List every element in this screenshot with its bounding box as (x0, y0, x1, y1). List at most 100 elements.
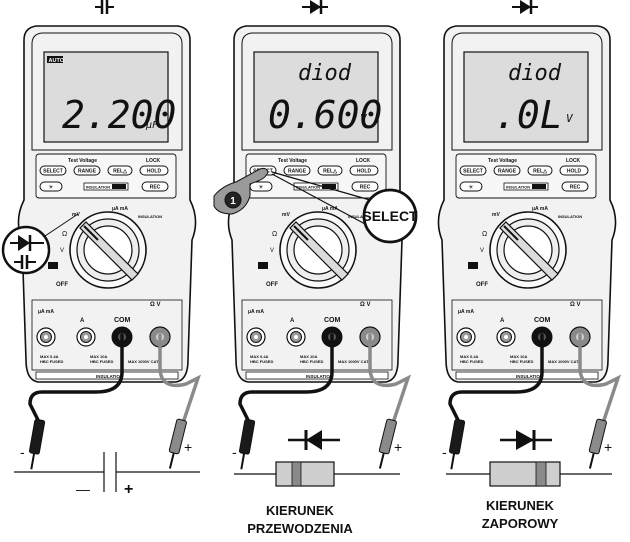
volt-icon: V (60, 248, 64, 254)
test-voltage-label: Test Voltage (68, 158, 97, 164)
fuse-max10-label: MAX 10A (300, 354, 317, 359)
jack-vohm-label: Ω V (360, 302, 370, 308)
insulation-button[interactable]: INSULATION (503, 182, 549, 191)
probes (28, 418, 607, 470)
capacitor-icon (14, 255, 36, 269)
lock-label: LOCK (356, 158, 371, 164)
lcd-mode-text: diod (298, 61, 352, 86)
caption-reverse-line1: KIERUNEK (486, 498, 555, 513)
jack-a-label: A (290, 318, 295, 324)
insulation-button-label: INSULATION (86, 185, 110, 190)
select-callout-label: SELECT (362, 208, 418, 224)
lcd-mode-text: diod (508, 61, 562, 86)
dial-off-label: OFF (266, 282, 278, 288)
rotary-selector[interactable] (499, 221, 559, 281)
ohm-icon: Ω (482, 231, 487, 238)
rel-button[interactable]: REL△ (527, 165, 553, 176)
plus-sign: + (394, 439, 402, 455)
input-jack[interactable] (246, 327, 266, 347)
caption-forward-line1: KIERUNEK (266, 503, 335, 518)
plus-sign: + (604, 439, 612, 455)
dial-mv-label: mV (492, 212, 500, 218)
rec-button[interactable]: REC (351, 181, 379, 192)
vdc-icon (48, 262, 58, 269)
light-icon: ☀ (48, 184, 53, 191)
minus-sign: - (232, 444, 237, 460)
jack-uama-label: μA mA (248, 309, 264, 315)
diode-icon (18, 235, 30, 251)
rec-button-label: REC (570, 185, 581, 191)
hold-button-label: HOLD (147, 169, 162, 175)
rec-button[interactable]: REC (141, 181, 169, 192)
select-button-label: SELECT (463, 169, 483, 175)
jack-com-label: COM (324, 317, 341, 324)
hold-button[interactable]: HOLD (559, 165, 589, 176)
light-icon: ☀ (468, 184, 473, 191)
input-jack[interactable] (36, 327, 56, 347)
caption-forward-line2: PRZEWODZENIA (247, 521, 353, 536)
dial-insulation-label: INSULATION (348, 214, 372, 219)
diode-reverse-component: - + KIERUNEK ZAPOROWY (442, 430, 612, 531)
hold-button-label: HOLD (357, 169, 372, 175)
minus-sign: - (442, 444, 447, 460)
insulation-button[interactable]: INSULATION (83, 182, 129, 191)
jack-com-label: COM (114, 317, 131, 324)
minus-sign-low: — (76, 481, 90, 497)
test-voltage-label: Test Voltage (278, 158, 307, 164)
plus-sign: + (184, 439, 192, 455)
rel-button-label: REL△ (533, 169, 547, 175)
input-jack[interactable] (76, 327, 96, 347)
insulation-button[interactable]: INSULATION (293, 182, 339, 191)
rel-button[interactable]: REL△ (107, 165, 133, 176)
backlight-button[interactable]: ☀ (39, 181, 63, 192)
hold-button[interactable]: HOLD (139, 165, 169, 176)
fuse-max1000-label: MAX 1000V CAT (548, 359, 579, 364)
fuse-mid-label: HBC FUSED (90, 359, 113, 364)
step-badge (224, 191, 242, 209)
insulation-bar-label: INSULATION (96, 374, 123, 379)
rel-button[interactable]: REL△ (317, 165, 343, 176)
fuse-max1000-label: MAX 1000V CAT (338, 359, 369, 364)
diode-capacitor-callout (1, 213, 79, 275)
range-button-label: RANGE (288, 169, 307, 175)
select-button[interactable]: SELECT (39, 165, 67, 176)
hold-button[interactable]: HOLD (349, 165, 379, 176)
lcd-value: 0.600 (268, 93, 382, 137)
meter-capacitance: AUTO 2.200 µF (17, 0, 197, 383)
diode-symbol-icon (500, 430, 552, 450)
backlight-button[interactable]: ☀ (249, 181, 273, 192)
jack-vohm-label: Ω V (570, 302, 580, 308)
auto-label: AUTO (49, 58, 65, 64)
lock-label: LOCK (566, 158, 581, 164)
vdc-icon (258, 262, 268, 269)
fuse-max1000-label: MAX 1000V CAT (128, 359, 159, 364)
fuse-mid-label: HBC FUSED (510, 359, 533, 364)
fuse-left-label: HBC FUSED (460, 359, 483, 364)
rotary-selector[interactable] (79, 221, 139, 281)
rec-button[interactable]: REC (561, 181, 589, 192)
range-button[interactable]: RANGE (283, 165, 311, 176)
backlight-button[interactable]: ☀ (459, 181, 483, 192)
volt-icon: V (270, 248, 274, 254)
fuse-max04-label: MAX 0.4A (460, 354, 479, 359)
dial-uama-label: μA mA (532, 206, 548, 212)
range-button[interactable]: RANGE (493, 165, 521, 176)
hold-button-label: HOLD (567, 169, 582, 175)
input-jack[interactable] (286, 327, 306, 347)
input-jack[interactable] (456, 327, 476, 347)
input-jack[interactable] (496, 327, 516, 347)
lcd-value: .0L (494, 93, 563, 137)
vdc-icon (468, 262, 478, 269)
test-leads (28, 333, 621, 422)
select-button[interactable]: SELECT (459, 165, 487, 176)
rotary-selector[interactable] (289, 221, 349, 281)
fuse-left-label: HBC FUSED (250, 359, 273, 364)
range-button[interactable]: RANGE (73, 165, 101, 176)
jack-a-label: A (80, 318, 85, 324)
light-icon: ☀ (258, 184, 263, 191)
lock-label: LOCK (146, 158, 161, 164)
diode-icon (512, 0, 538, 14)
jack-uama-label: μA mA (38, 309, 54, 315)
select-button-label: SELECT (43, 169, 63, 175)
